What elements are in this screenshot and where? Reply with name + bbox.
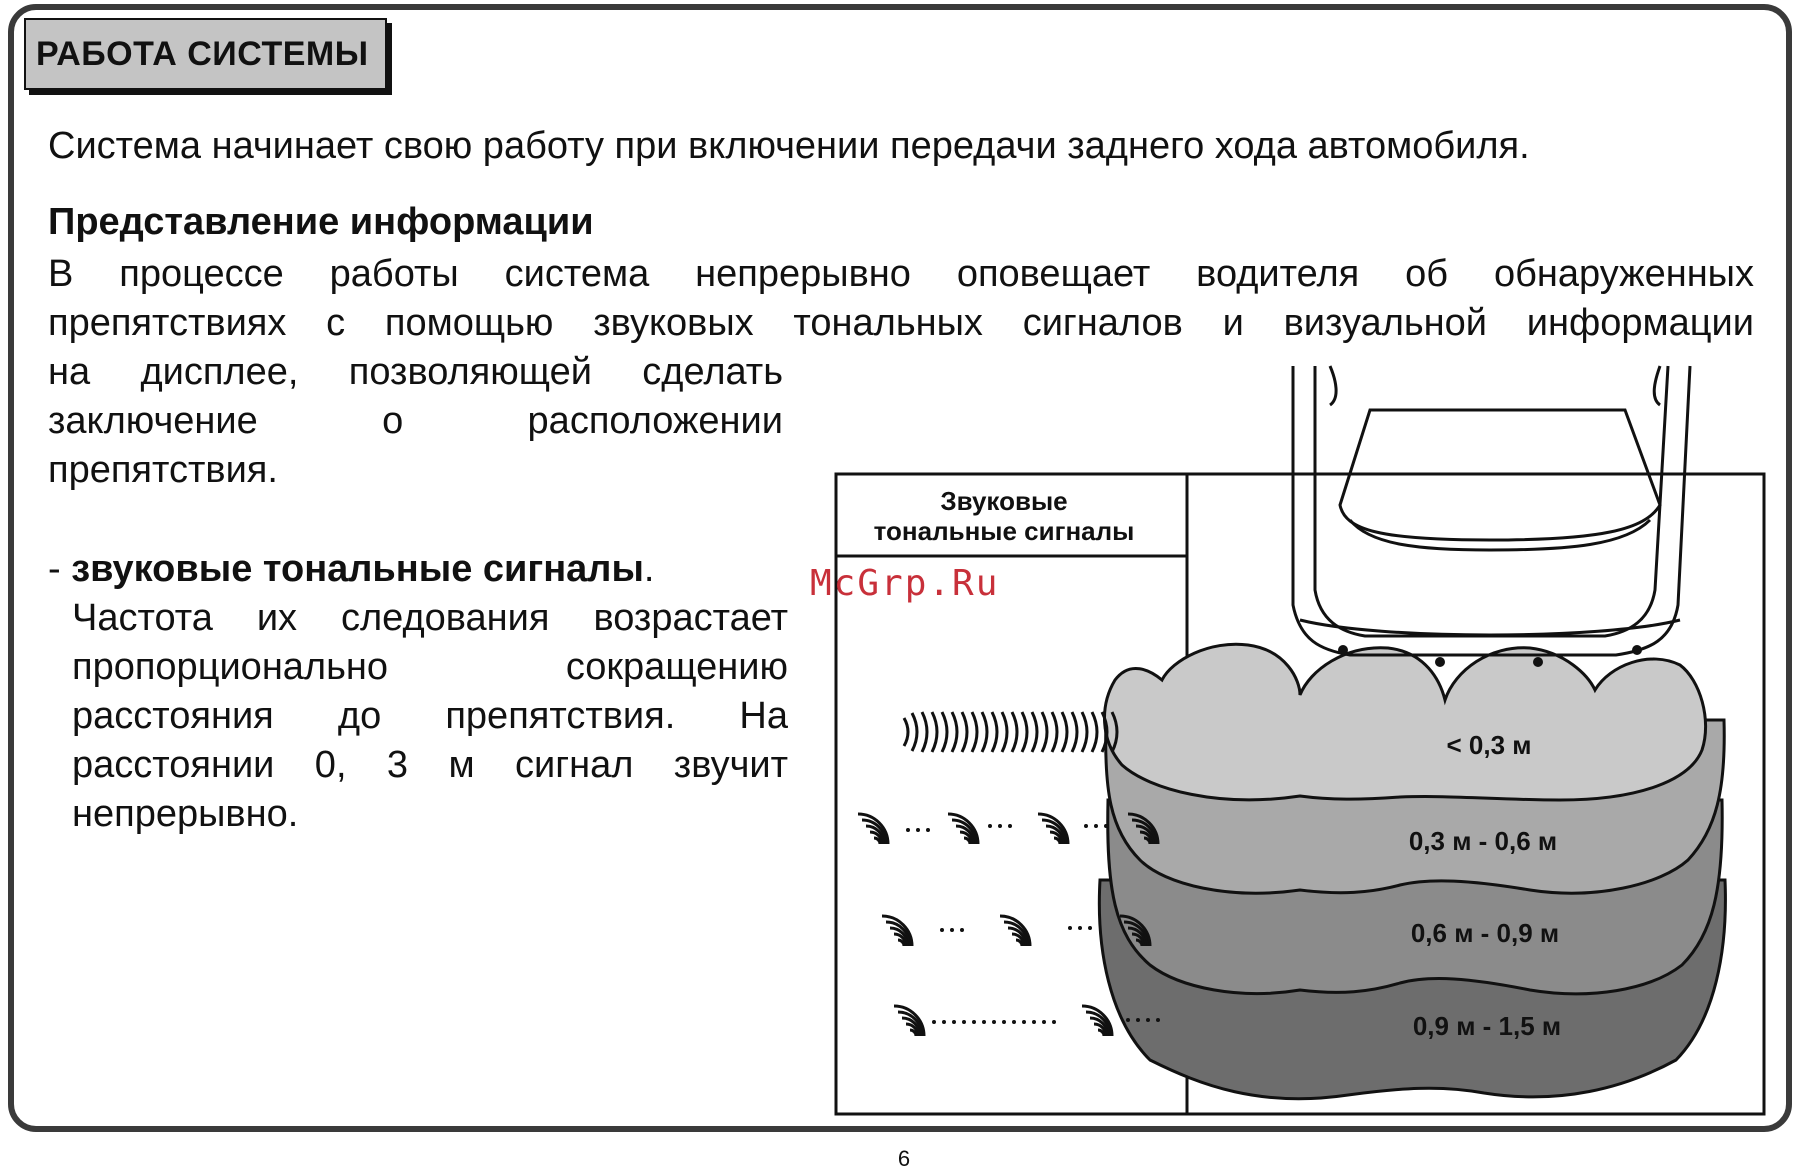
legend-header-line-1: Звуковые [940,486,1068,516]
bullet-heading: - звуковые тональные сигналы. [48,545,788,594]
bullet-dash: - [48,548,61,590]
sensor-dot-4 [1632,645,1642,655]
page-number: 6 [897,1146,911,1171]
zone-label-4: 0,9 м - 1,5 м [1412,1011,1562,1041]
figure-border [834,472,1766,1116]
info-line-2: препятствиях с помощью звуковых тональны… [48,302,1754,344]
sensor-dot-3 [1533,657,1543,667]
page-frame [8,4,1792,1132]
bullet-period: . [643,548,655,590]
bullet-line-3: расстояния до препятствия. На [72,695,788,737]
tone-fast-row [856,812,1160,848]
zone-label-2: 0,3 м - 0,6 м [1408,826,1558,856]
sensor-dot-1 [1338,645,1348,655]
beep-icon [1036,812,1070,848]
car-outline [1291,365,1692,657]
beep-icon [1080,1004,1114,1040]
bullet-line-1: Частота их следования возрастает [72,597,788,639]
beep-icon [892,1004,926,1040]
info-heading: Представление информации [48,201,594,243]
info-line-4: заключение о расположении [48,400,783,442]
beep-icon [880,914,914,950]
sensor-dot-2 [1435,657,1445,667]
legend-header-line-2: тональные сигналы [873,516,1135,546]
bullet-line-4: расстоянии 0, 3 м сигнал звучит [72,744,788,786]
beep-icon [998,914,1032,950]
info-line-1: В процессе работы система непрерывно опо… [48,253,1754,295]
bullet-line-2: пропорционально сокращению [72,646,788,688]
info-line-5: препятствия. [48,449,278,491]
watermark: McGrp.Ru [810,563,1000,604]
bullet-bold-term: звуковые тональные сигналы [71,548,644,590]
legend-header: Звуковые тональные сигналы [836,486,1172,546]
tone-medium-row [880,914,1152,950]
zone-label-1: < 0,3 м [1446,730,1532,760]
beep-icon [946,812,980,848]
sensor-dots [1338,645,1642,667]
tone-slow-row [892,1004,1160,1040]
beep-icon [856,812,890,848]
zone-label-3: 0,6 м - 0,9 м [1410,918,1560,948]
zone-1-shape [1103,642,1707,802]
intro-text: Система начинает свою работу при включен… [48,125,1530,167]
section-title: РАБОТА СИСТЕМЫ [24,18,387,90]
detection-zones [1097,642,1727,1101]
tone-continuous-icon [902,711,1119,753]
info-line-3: на дисплее, позволяющей сделать [48,351,783,393]
bullet-line-5: непрерывно. [72,793,299,835]
